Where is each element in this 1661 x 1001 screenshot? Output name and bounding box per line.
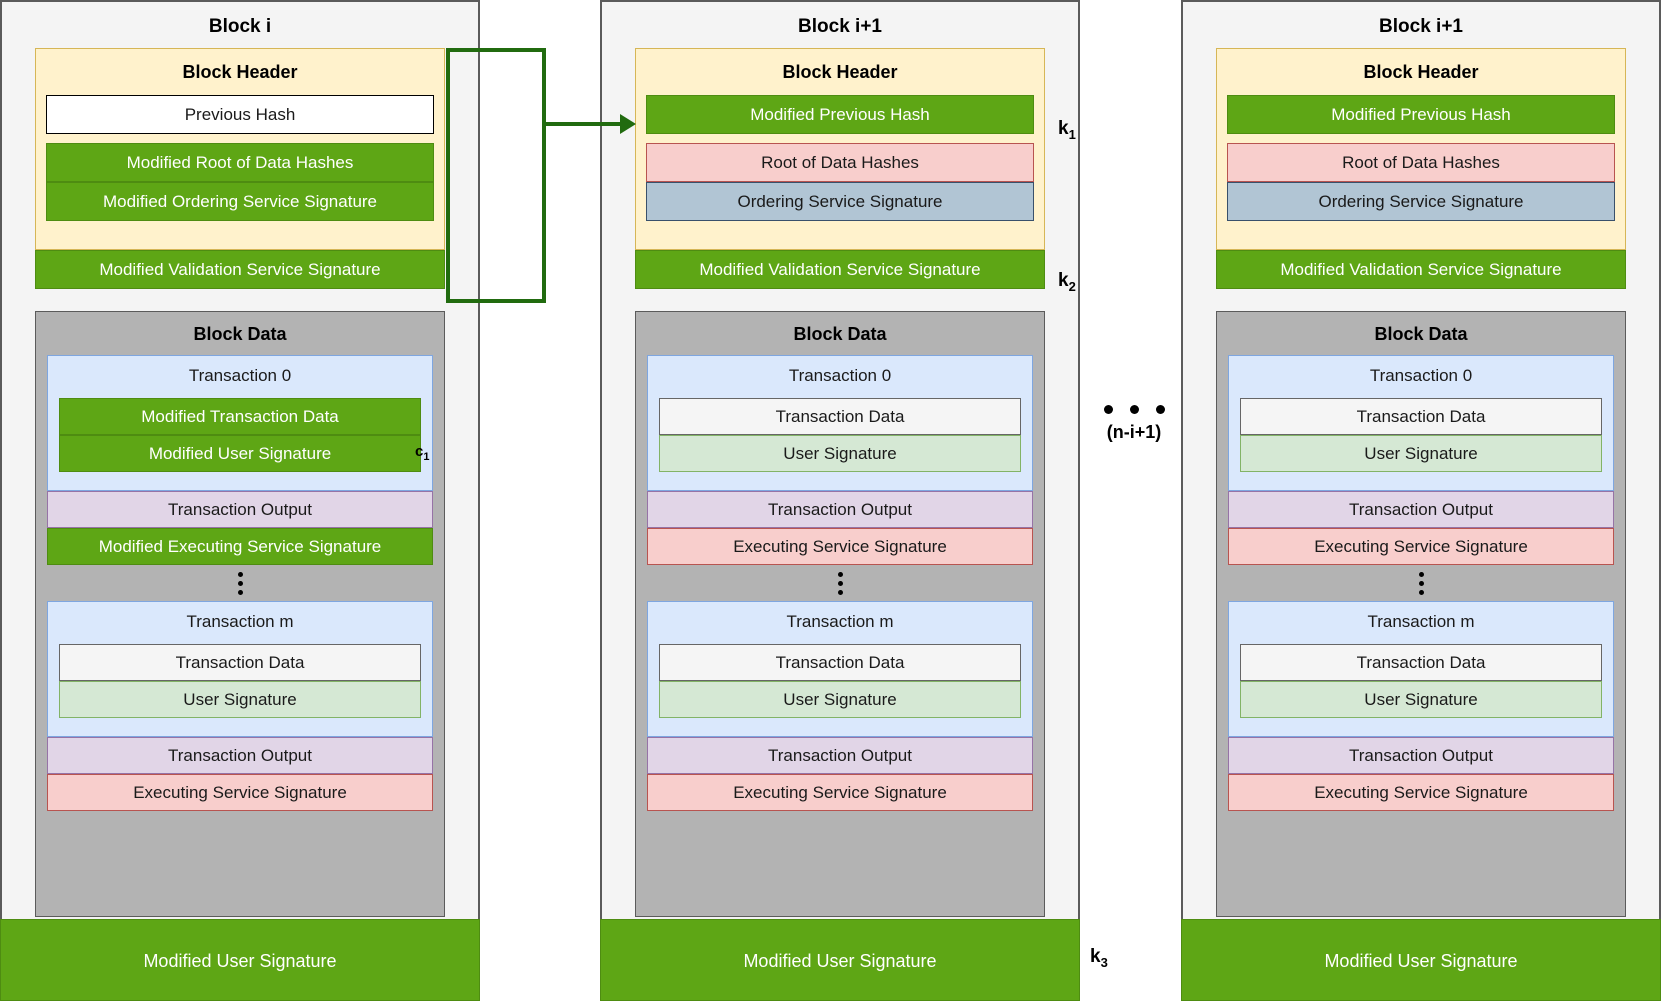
data-spacer [1217,811,1625,898]
annotation-k3: k3 [1090,946,1108,970]
block-header-box: Block Header Previous Hash Modified Root… [35,48,445,250]
transaction-title: Transaction m [1367,612,1475,631]
vertical-ellipsis-icon [636,565,1044,601]
transaction-output-row: Transaction Output [1228,491,1614,528]
block-column-0: Block i Block Header Previous Hash Modif… [0,0,480,1001]
transaction-box-m: Transaction m Transaction Data User Sign… [1228,601,1614,737]
validation-service-signature: Modified Validation Service Signature [35,250,445,289]
user-signature-row: User Signature [1240,681,1602,718]
arrow-head-icon [620,114,636,134]
transaction-title: Transaction 0 [788,366,892,385]
transaction-data-row: Transaction Data [1240,644,1602,681]
annotation-k3-sub: 3 [1100,954,1108,970]
executing-service-signature-row: Executing Service Signature [1228,528,1614,565]
annotation-c1: c1 [415,443,430,463]
user-signature-row: User Signature [659,681,1021,718]
transaction-data-row: Transaction Data [59,644,421,681]
header-row-modified-previous-hash: Modified Previous Hash [646,95,1034,134]
block-data-label: Block Data [793,324,887,344]
horizontal-ellipsis-icon [1088,405,1180,414]
header-row-root-of-data-hashes: Root of Data Hashes [646,143,1034,182]
validation-service-signature: Modified Validation Service Signature [1216,250,1626,289]
transaction-title: Transaction m [786,612,894,631]
block-title: Block i+1 [798,16,882,37]
tamper-propagation-bracket [446,48,546,303]
annotation-c1-sub: 1 [423,451,430,463]
transaction-box-0: Transaction 0 Transaction Data User Sign… [647,355,1033,491]
block-header-label: Block Header [1363,62,1479,82]
transaction-output-row: Transaction Output [1228,737,1614,774]
annotation-k2: k2 [1058,270,1076,294]
user-signature-row: User Signature [59,681,421,718]
transaction-output-row: Transaction Output [647,737,1033,774]
user-signature-row: Modified User Signature [59,435,421,472]
block-body: Block Header Modified Previous Hash Root… [602,48,1078,999]
validation-service-signature: Modified Validation Service Signature [635,250,1045,289]
header-row-root-of-data-hashes: Modified Root of Data Hashes [46,143,434,182]
header-row-modified-previous-hash: Modified Previous Hash [1227,95,1615,134]
block-data-label: Block Data [193,324,287,344]
block-body: Block Header Previous Hash Modified Root… [2,48,478,999]
block-title: Block i+1 [1379,16,1463,37]
transaction-data-row: Transaction Data [659,644,1021,681]
executing-service-signature-row: Executing Service Signature [647,528,1033,565]
transaction-box-0: Transaction 0 Transaction Data User Sign… [1228,355,1614,491]
block-body: Block Header Modified Previous Hash Root… [1183,48,1659,999]
vertical-ellipsis-icon [1217,565,1625,601]
block-column-2: Block i+1 Block Header Modified Previous… [1181,0,1661,1001]
executing-service-signature-row: Executing Service Signature [1228,774,1614,811]
block-header-label: Block Header [782,62,898,82]
annotation-k1-sub: 1 [1068,126,1076,142]
header-row-previous-hash: Previous Hash [46,95,434,134]
transaction-title: Transaction 0 [1369,366,1473,385]
header-row-ordering-service-signature: Ordering Service Signature [1227,182,1615,221]
transaction-box-0: Transaction 0 Modified Transaction Data … [47,355,433,491]
modified-user-signature-bar: Modified User Signature [0,919,480,1001]
modified-user-signature-bar: Modified User Signature [600,919,1080,1001]
block-data-label: Block Data [1374,324,1468,344]
data-spacer [636,811,1044,898]
transaction-data-row: Transaction Data [659,398,1021,435]
block-header-box: Block Header Modified Previous Hash Root… [635,48,1045,250]
transaction-output-row: Transaction Output [647,491,1033,528]
block-data-box: Block Data Transaction 0 Transaction Dat… [1216,311,1626,917]
block-column-1: Block i+1 Block Header Modified Previous… [600,0,1080,1001]
transaction-data-row: Transaction Data [1240,398,1602,435]
block-data-box: Block Data Transaction 0 Modified Transa… [35,311,445,917]
transaction-title: Transaction m [186,612,294,631]
transaction-data-row: Modified Transaction Data [59,398,421,435]
executing-service-signature-row: Executing Service Signature [647,774,1033,811]
transaction-title: Transaction 0 [188,366,292,385]
tamper-propagation-line [546,122,632,126]
executing-service-signature-row: Executing Service Signature [47,774,433,811]
modified-user-signature-bar: Modified User Signature [1181,919,1661,1001]
user-signature-row: User Signature [659,435,1021,472]
header-row-root-of-data-hashes: Root of Data Hashes [1227,143,1615,182]
annotation-k1: k1 [1058,118,1076,142]
vertical-ellipsis-icon [36,565,444,601]
transaction-output-row: Transaction Output [47,737,433,774]
block-title: Block i [208,16,272,37]
repeat-indicator: (n-i+1) [1088,405,1180,443]
header-row-ordering-service-signature: Modified Ordering Service Signature [46,182,434,221]
block-header-label: Block Header [182,62,298,82]
transaction-box-m: Transaction m Transaction Data User Sign… [47,601,433,737]
block-data-box: Block Data Transaction 0 Transaction Dat… [635,311,1045,917]
user-signature-row: User Signature [1240,435,1602,472]
annotation-k2-sub: 2 [1068,278,1076,294]
repeat-count-label: (n-i+1) [1106,422,1162,442]
header-row-ordering-service-signature: Ordering Service Signature [646,182,1034,221]
transaction-output-row: Transaction Output [47,491,433,528]
data-spacer [36,811,444,898]
block-header-box: Block Header Modified Previous Hash Root… [1216,48,1626,250]
transaction-box-m: Transaction m Transaction Data User Sign… [647,601,1033,737]
executing-service-signature-row: Modified Executing Service Signature [47,528,433,565]
